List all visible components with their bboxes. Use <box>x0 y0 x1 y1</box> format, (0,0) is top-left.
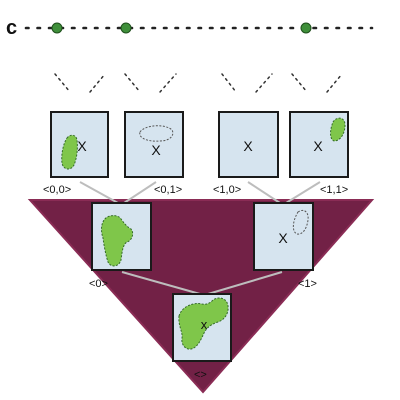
box-0 <box>91 202 152 271</box>
box-root: x <box>172 293 232 362</box>
blob-0 <box>101 215 134 267</box>
top-dot-1 <box>51 22 63 34</box>
label-1-0: <1,0> <box>213 184 241 196</box>
box-0-0-mark: X <box>77 138 87 154</box>
label-1-1: <1,1> <box>320 184 348 196</box>
label-0-1: <0,1> <box>154 184 182 196</box>
top-letter: c <box>6 17 17 39</box>
label-0: <0> <box>89 278 108 290</box>
label-0-0: <0,0> <box>43 184 71 196</box>
box-1: X <box>253 202 314 271</box>
outline-1 <box>292 209 309 235</box>
dotted-v-lines <box>54 73 343 93</box>
label-1: <1> <box>298 278 317 290</box>
blob-root <box>178 297 229 350</box>
box-1-0-mark: X <box>243 138 253 154</box>
box-1-mark: X <box>278 230 288 246</box>
box-1-1-mark: X <box>313 138 323 154</box>
connectors <box>79 181 321 295</box>
blob-1-1 <box>330 117 346 142</box>
outline-0-1 <box>139 125 174 142</box>
box-0-0: X <box>50 111 109 178</box>
top-dot-2 <box>120 22 132 34</box>
top-dot-3 <box>300 22 312 34</box>
box-1-1: X <box>289 111 349 178</box>
blob-0-0 <box>61 134 78 170</box>
label-root: <> <box>194 369 207 381</box>
box-root-mark: x <box>201 317 208 332</box>
box-0-1: X <box>124 111 184 178</box>
box-0-1-mark: X <box>151 142 161 158</box>
box-1-0: X <box>218 111 279 178</box>
